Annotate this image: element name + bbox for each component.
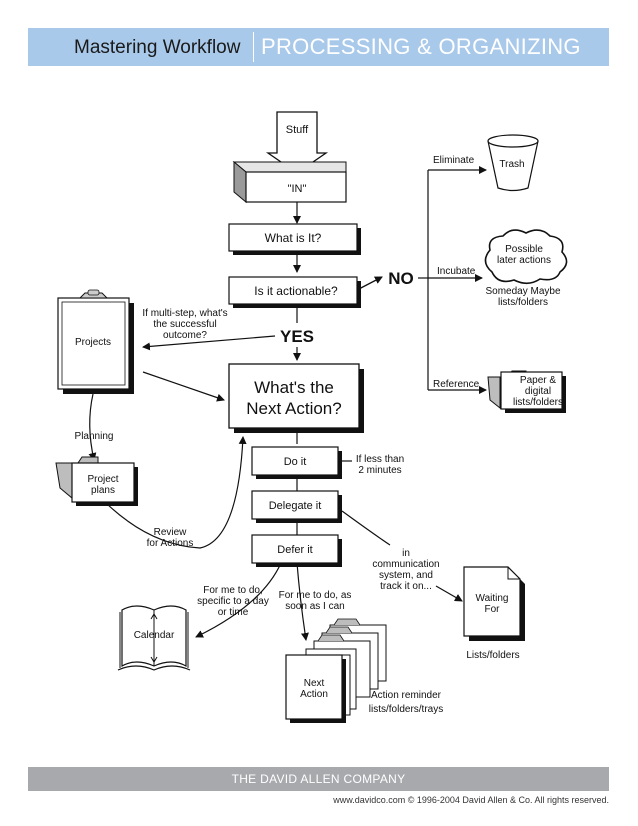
multistep-line1: If multi-step, what's bbox=[142, 308, 227, 319]
paper-line2: digital bbox=[525, 386, 551, 397]
specific-line2: specific to a day bbox=[197, 596, 269, 607]
defer-it-node: Defer it bbox=[251, 534, 342, 567]
comm-line4: track it on... bbox=[380, 581, 432, 592]
multistep-line3: outcome? bbox=[163, 330, 207, 341]
multistep-line2: the successful bbox=[153, 319, 216, 330]
paper-line3: lists/folders bbox=[513, 397, 563, 408]
waiting-line1: Waiting bbox=[476, 593, 509, 604]
project-plans-line1: Project bbox=[87, 474, 118, 485]
calendar-label: Calendar bbox=[134, 630, 175, 641]
possible-line2: later actions bbox=[497, 255, 551, 266]
paper-line1: Paper & bbox=[520, 375, 556, 386]
action-reminder-line1: Action reminder bbox=[371, 690, 442, 701]
trash-label: Trash bbox=[499, 159, 524, 170]
cloud-icon: Possible later actions bbox=[484, 229, 568, 285]
review-line2: for Actions bbox=[147, 538, 194, 549]
header-title-left: Mastering Workflow bbox=[74, 37, 241, 58]
header-banner: Mastering Workflow PROCESSING & ORGANIZI… bbox=[28, 28, 609, 66]
delegate-it-label: Delegate it bbox=[269, 500, 322, 512]
do-it-node: Do it bbox=[251, 446, 342, 479]
review-line1: Review bbox=[154, 527, 188, 538]
project-plans-line2: plans bbox=[91, 485, 115, 496]
next-action-files-line2: Action bbox=[300, 689, 328, 700]
incubate-label: Incubate bbox=[437, 266, 476, 277]
defer-it-label: Defer it bbox=[277, 544, 312, 556]
footer-company: THE DAVID ALLEN COMPANY bbox=[231, 772, 406, 786]
waiting-line2: For bbox=[485, 604, 501, 615]
specific-line3: or time bbox=[218, 607, 249, 618]
project-plans-folder-icon: Project plans bbox=[55, 456, 138, 506]
next-action-files-line1: Next bbox=[304, 678, 325, 689]
footer-banner: THE DAVID ALLEN COMPANY bbox=[28, 767, 609, 791]
action-files-stack-icon: Next Action bbox=[285, 618, 387, 723]
header-divider bbox=[253, 32, 254, 62]
trash-can-icon: Trash bbox=[487, 134, 539, 192]
in-label: "IN" bbox=[288, 183, 307, 195]
action-reminder-line2: lists/folders/trays bbox=[369, 704, 443, 715]
someday-line1: Someday Maybe bbox=[485, 286, 560, 297]
possible-line1: Possible bbox=[505, 244, 543, 255]
no-label: NO bbox=[388, 269, 414, 288]
reference-folder-icon: Paper & digital lists/folders bbox=[487, 370, 566, 413]
comm-line2: communication bbox=[372, 559, 439, 570]
next-action-line2: Next Action? bbox=[246, 399, 341, 418]
reference-label: Reference bbox=[433, 379, 480, 390]
next-action-line1: What's the bbox=[254, 378, 334, 397]
calendar-book-icon: Calendar bbox=[117, 605, 191, 671]
what-is-it-label: What is It? bbox=[265, 231, 322, 245]
projects-label: Projects bbox=[75, 337, 111, 348]
comm-line3: system, and bbox=[379, 570, 433, 581]
footer-copyright: www.davidco.com © 1996-2004 David Allen … bbox=[333, 795, 609, 805]
yes-label: YES bbox=[280, 327, 314, 346]
asap-line2: soon as I can bbox=[285, 601, 344, 612]
waiting-for-page-icon: Waiting For bbox=[463, 566, 525, 641]
next-action-node: What's the Next Action? bbox=[228, 363, 364, 433]
actionable-label: Is it actionable? bbox=[254, 284, 338, 298]
specific-line1: For me to do, bbox=[203, 585, 262, 596]
in-tray-node: "IN" bbox=[232, 160, 347, 204]
planning-label: Planning bbox=[75, 431, 114, 442]
comm-line1: in bbox=[402, 548, 410, 559]
delegate-it-node: Delegate it bbox=[251, 490, 342, 523]
asap-line1: For me to do, as bbox=[279, 590, 352, 601]
lists-folders-label: Lists/folders bbox=[466, 650, 519, 661]
eliminate-label: Eliminate bbox=[433, 155, 475, 166]
actionable-node: Is it actionable? bbox=[228, 276, 361, 308]
less-than-line1: If less than bbox=[356, 454, 404, 465]
header-title-right: PROCESSING & ORGANIZING bbox=[261, 34, 581, 59]
projects-clipboard-icon: Projects bbox=[57, 289, 134, 394]
do-it-label: Do it bbox=[284, 456, 307, 468]
someday-line2: lists/folders bbox=[498, 297, 548, 308]
stuff-label: Stuff bbox=[286, 124, 309, 136]
what-is-it-node: What is It? bbox=[228, 223, 361, 255]
less-than-line2: 2 minutes bbox=[358, 465, 401, 476]
